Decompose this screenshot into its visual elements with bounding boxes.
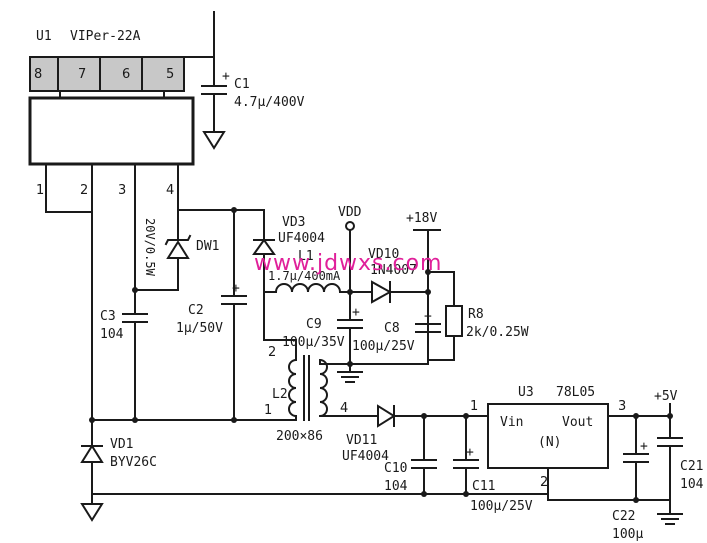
u1-pin-4: 4: [166, 183, 174, 198]
pin4-wire: [134, 163, 265, 291]
l2-ref: L2: [272, 387, 288, 402]
vd10-ref: VD10: [368, 247, 399, 262]
c1-ground-icon: [202, 131, 226, 150]
c11-value: 100μ/25V: [470, 499, 533, 514]
u3-pin-2: 2: [540, 475, 548, 490]
u1-pin-8: 8: [34, 67, 42, 82]
u1-part: VIPer-22A: [70, 29, 141, 44]
dw1-ref: DW1: [196, 239, 219, 254]
vd1-ground-icon: [80, 503, 104, 522]
svg-text:+: +: [352, 305, 360, 320]
c1-ref: C1: [234, 77, 250, 92]
v18-label: +18V: [406, 211, 437, 226]
c8-capacitor: +: [415, 309, 441, 333]
dw1-zener-diode: [164, 234, 192, 259]
l2-value: 200×86: [276, 429, 323, 444]
c22-ref: C22: [612, 509, 635, 524]
vd1-value: BYV26C: [110, 455, 157, 470]
u1-pin-3: 3: [118, 183, 126, 198]
u1-pin-2: 2: [80, 183, 88, 198]
c2-wire: +: [221, 209, 247, 421]
u3-pin-1: 1: [470, 399, 478, 414]
u3-part: 78L05: [556, 385, 595, 400]
u3-ref: U3: [518, 385, 534, 400]
c21-capacitor: [657, 437, 683, 501]
c3-value: 104: [100, 327, 124, 342]
c21-value: 104: [680, 477, 704, 492]
u1-ref: U1: [36, 29, 52, 44]
u1-pin-7: 7: [78, 67, 86, 82]
vd11-value: UF4004: [342, 449, 389, 464]
vdd-label: VDD: [338, 205, 362, 220]
pin1-loop-wire: [45, 163, 93, 421]
u1-pin-6: 6: [122, 67, 130, 82]
c11-ref: C11: [472, 479, 495, 494]
r8-value: 2k/0.25W: [466, 325, 529, 340]
c2-ref: C2: [188, 303, 204, 318]
c3-capacitor: [122, 313, 148, 421]
output-wire: [547, 403, 671, 515]
watermark-text: www.jdwxs.com: [254, 251, 442, 276]
u3-vout: Vout: [562, 415, 593, 430]
l1-value: 1.7μ/400mA: [268, 269, 341, 283]
r8-resistor: [427, 305, 463, 361]
junction-dots: [89, 207, 673, 503]
c3-ref: C3: [100, 309, 116, 324]
c21-ref: C21: [680, 459, 703, 474]
u1-pin-5: 5: [166, 67, 174, 82]
svg-text:+: +: [424, 309, 432, 324]
v18-rail: [413, 229, 455, 361]
c2-plus: +: [232, 281, 240, 296]
c22-value: 100μ: [612, 527, 643, 542]
vdd-test-point: [345, 221, 355, 293]
c8-ref: C8: [384, 321, 400, 336]
drain-wire: [183, 11, 215, 85]
c11-capacitor: +: [453, 415, 479, 495]
vd11-ref: VD11: [346, 433, 377, 448]
vd3-ref: VD3: [282, 215, 305, 230]
vd1-ref: VD1: [110, 437, 133, 452]
c10-capacitor: [411, 415, 437, 495]
u1-pin-1: 1: [36, 183, 44, 198]
v5-label: +5V: [654, 389, 678, 404]
vd11-diode: [377, 404, 489, 428]
u3-pin-3: 3: [618, 399, 626, 414]
c9-value: 100μ/35V: [282, 335, 345, 350]
vd3-diode: [252, 209, 276, 341]
vd3-value: UF4004: [278, 231, 325, 246]
c1-value: 4.7μ/400V: [234, 95, 305, 110]
l2-pin-4: 4: [340, 401, 348, 416]
vd10-value: 1N4007: [370, 263, 417, 278]
vd10-diode: [371, 280, 429, 304]
svg-text:+: +: [640, 439, 648, 454]
secondary-ground-icon: [319, 359, 429, 383]
c2-value: 1μ/50V: [176, 321, 223, 336]
u3-vin: Vin: [500, 415, 523, 430]
l2-transformer: [263, 339, 379, 421]
c10-ref: C10: [384, 461, 407, 476]
c9-ref: C9: [306, 317, 322, 332]
c9-capacitor: +: [337, 291, 363, 373]
vd1-diode: [80, 419, 104, 505]
l2-pin-2: 2: [268, 345, 276, 360]
c10-value: 104: [384, 479, 408, 494]
l1-ref: L1: [298, 249, 314, 264]
l1-inductor: [263, 283, 371, 294]
r8-ref: R8: [468, 307, 484, 322]
dw1-value: 20V/0.5W: [143, 218, 157, 277]
c22-capacitor: +: [623, 415, 649, 501]
c8-value: 100μ/25V: [352, 339, 415, 354]
u3-n: (N): [538, 435, 561, 450]
l2-pin-1: 1: [264, 403, 272, 418]
u1-chip: [28, 56, 195, 166]
svg-text:+: +: [466, 445, 474, 460]
c1-capacitor: +: [201, 69, 230, 133]
svg-text:+: +: [222, 69, 230, 84]
output-ground-icon: [657, 513, 683, 525]
